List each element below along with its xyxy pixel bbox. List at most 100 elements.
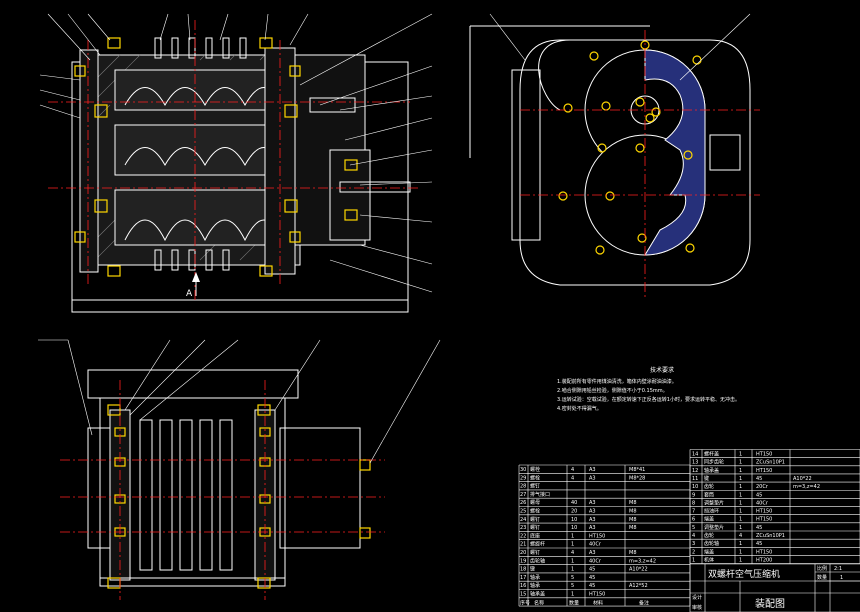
bom-row-material: ZCuSn10P1	[756, 533, 785, 539]
note-line: 4.密封处不得漏气。	[557, 405, 602, 412]
qty-label: 数量	[817, 574, 827, 581]
bom-row-no: 14	[692, 452, 698, 458]
bom-row-name: 齿轮	[704, 532, 714, 539]
bom-row-no: 20	[520, 550, 526, 556]
bom-row-name: 螺钉	[530, 549, 540, 556]
scale-label: 比例	[817, 565, 827, 572]
bom-row-material: HT150	[756, 468, 772, 474]
section-view-main	[39, 13, 433, 313]
bom-row-no: 2	[692, 549, 695, 555]
bom-row-no: 15	[520, 592, 526, 598]
bom-row-material: 45	[756, 476, 762, 482]
bom-row-material: 40Cr	[756, 500, 769, 506]
bom-row-no: 26	[520, 500, 526, 506]
bom-row-material: HT150	[756, 509, 772, 515]
bom-row-qty: 1	[739, 509, 742, 515]
bom-row-qty: 4	[571, 467, 574, 473]
bom-row-name: 螺杆盖	[704, 451, 719, 458]
bom-row-name: 排气接口	[530, 491, 550, 498]
bom-row-name: 机体	[704, 556, 714, 563]
product-name: 双螺杆空气压缩机	[708, 568, 780, 580]
bom-row-no: 11	[692, 476, 698, 482]
bom-row-no: 9	[692, 492, 695, 498]
bom-row-no: 3	[692, 541, 695, 547]
bom-row-qty: 1	[739, 541, 742, 547]
bom-row-material: 45	[756, 541, 762, 547]
bom-row-no: 6	[692, 517, 695, 523]
bom-row-name: 轴承盖	[704, 467, 719, 474]
bom-row-name: 螺栓	[530, 466, 540, 473]
bom-row-name: 齿轮	[704, 483, 714, 490]
bom-row-qty: 1	[571, 592, 574, 598]
bom-row-material: 45	[589, 583, 595, 589]
bom-row-name: 螺旋杆	[530, 541, 545, 548]
bom-row-note: M8	[629, 525, 637, 531]
bom-row-name: 调整垫片	[704, 524, 724, 531]
technical-notes: 技术要求 1.装配前所有零件用煤油清洗，箱体内壁涂耐油油漆。 2.啮合侧隙用铅丝…	[557, 366, 740, 412]
bom-row-material: HT150	[756, 452, 772, 458]
bom-row-qty: 1	[739, 452, 742, 458]
end-view	[469, 13, 760, 300]
note-line: 3.运转试验：空载试验，在额定转速下正反各运转1小时，要求运转平稳、无冲击。	[557, 396, 740, 403]
bom-row-material: HT150	[756, 517, 772, 523]
bom-row-name: 螺栓	[530, 508, 540, 515]
bom-row-qty: 1	[739, 476, 742, 482]
bom-row-qty: 1	[739, 460, 742, 466]
bom-row-material: 20Cr	[756, 484, 769, 490]
bom-row-no: 21	[520, 542, 526, 548]
bom-row-material: HT150	[589, 592, 605, 598]
bom-row-qty: 40	[571, 500, 577, 506]
bom-row-material: 40Cr	[589, 558, 602, 564]
bom-row-no: 8	[692, 500, 695, 506]
bom-row-qty: 10	[571, 517, 577, 523]
bom-row-name: 轴承	[530, 574, 540, 581]
bom-row-qty: 4	[571, 475, 574, 481]
bom-row-no: 19	[520, 558, 526, 564]
note-line: 1.装配前所有零件用煤油清洗，箱体内壁涂耐油油漆。	[557, 378, 677, 385]
bom-row-no: 30	[520, 467, 526, 473]
bom-row-note: M8	[629, 517, 637, 523]
bom-row-name: 同步齿轮	[704, 459, 724, 466]
bom-row-name: 键	[530, 566, 535, 573]
designed-label: 设计	[692, 594, 702, 601]
bom-row-no: 16	[520, 583, 526, 589]
bom-row-no: 1	[692, 557, 695, 563]
bom-row-no: 12	[692, 468, 698, 474]
bom-row-qty: 5	[571, 583, 574, 589]
note-line: 2.啮合侧隙用铅丝检验，侧隙值不小于0.15mm。	[557, 387, 668, 394]
qty-value: 1	[840, 575, 843, 581]
bom-row-no: 23	[520, 525, 526, 531]
bom-row-name: 轴承	[530, 582, 540, 589]
bom-row-name: 齿轮轴	[530, 557, 545, 564]
bom-row-qty: 20	[571, 509, 577, 515]
bom-row-no: 28	[520, 484, 526, 490]
bom-row-material: 45	[589, 575, 595, 581]
bom-row-material: HT150	[756, 549, 772, 555]
bom-row-no: 29	[520, 475, 526, 481]
bom-row-qty: 1	[571, 542, 574, 548]
bom-header-material: 材料	[593, 599, 603, 606]
bom-row-material: A3	[589, 509, 596, 515]
bom-row-note: M8	[629, 509, 637, 515]
bom-row-note: M8	[629, 500, 637, 506]
bom-row-material: 40Cr	[589, 542, 602, 548]
bom-row-name: 螺栓	[530, 474, 540, 481]
bom-row-note: m=3,z=42	[629, 558, 656, 564]
bom-header-note: 备注	[639, 599, 649, 606]
bom-row-material: HT200	[756, 557, 772, 563]
bom-row-qty: 1	[739, 517, 742, 523]
bom-row-name: 轴承盖	[530, 591, 545, 598]
bom-row-qty: 1	[739, 468, 742, 474]
bom-row-note: M8*41	[629, 467, 645, 473]
bom-row-no: 5	[692, 525, 695, 531]
bom-row-name: 螺母	[530, 499, 540, 506]
bom-row-name: 螺钉	[530, 483, 540, 490]
bom-row-no: 22	[520, 533, 526, 539]
bom-row-material: 45	[756, 525, 762, 531]
bom-row-material: A3	[589, 467, 596, 473]
bom-header-name: 名称	[534, 599, 544, 606]
bom-row-qty: 1	[739, 549, 742, 555]
bom-row-qty: 10	[571, 525, 577, 531]
bom-row-qty: 4	[739, 533, 742, 539]
